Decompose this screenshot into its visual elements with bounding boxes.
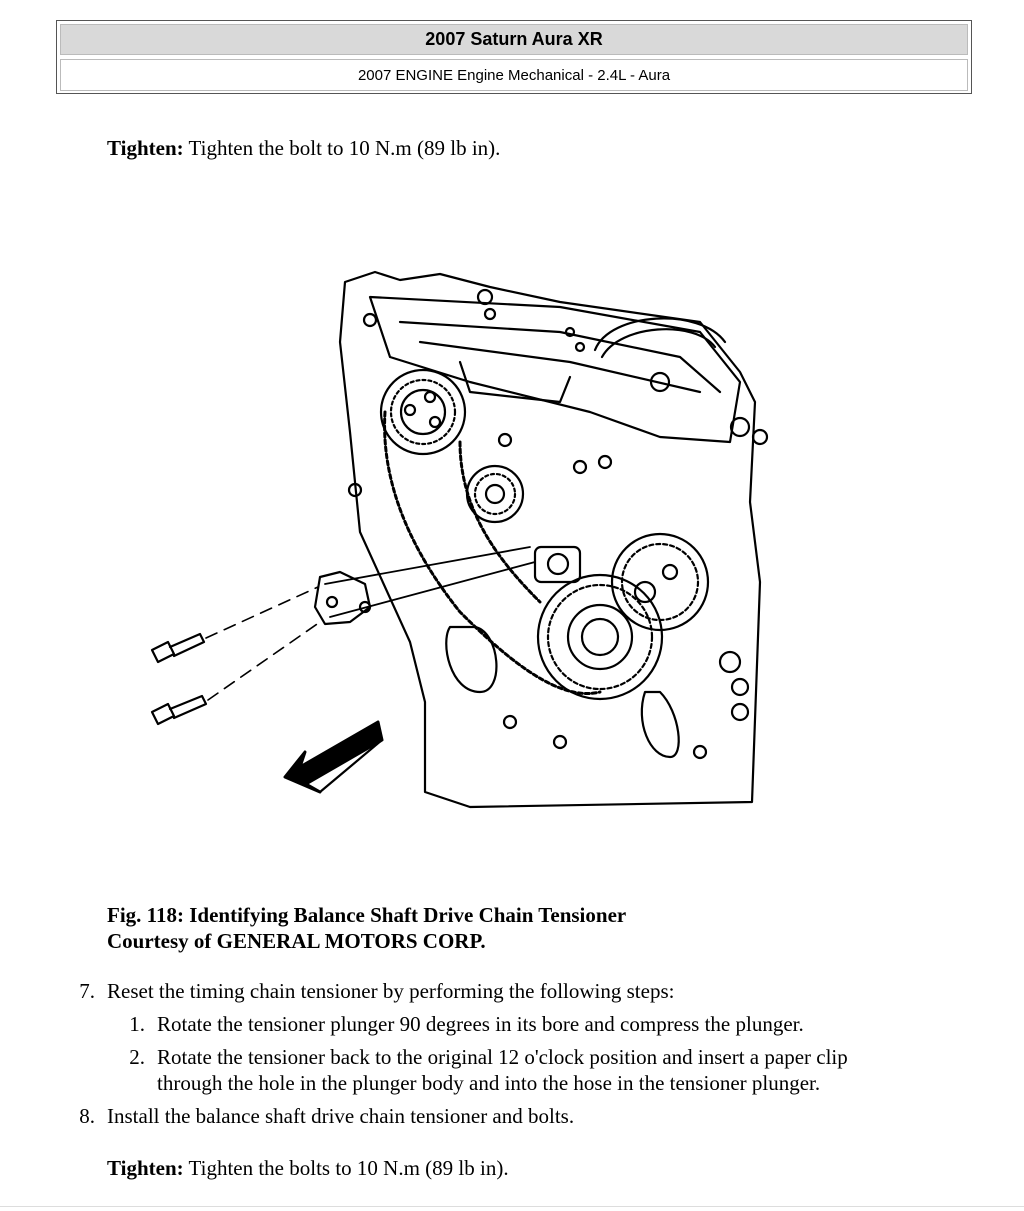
figure-caption-credit: Courtesy of GENERAL MOTORS CORP. bbox=[107, 929, 486, 953]
figure-caption-title: Fig. 118: Identifying Balance Shaft Driv… bbox=[107, 903, 627, 927]
page-bottom-divider bbox=[0, 1206, 1024, 1207]
tighten-instruction-top: Tighten: Tighten the bolt to 10 N.m (89 … bbox=[107, 135, 500, 161]
tighten-instruction-bottom: Tighten: Tighten the bolts to 10 N.m (89… bbox=[107, 1155, 509, 1181]
substep-text: Rotate the tensioner plunger 90 degrees … bbox=[157, 1012, 804, 1036]
tighten-text: Tighten the bolts to 10 N.m (89 lb in). bbox=[188, 1156, 509, 1180]
substep-text: Rotate the tensioner back to the origina… bbox=[157, 1045, 848, 1069]
tighten-label: Tighten: bbox=[107, 136, 184, 160]
engine-illustration bbox=[150, 270, 769, 809]
document-header: 2007 Saturn Aura XR 2007 ENGINE Engine M… bbox=[56, 20, 972, 94]
step-number: 7. bbox=[79, 979, 95, 1003]
substep-number: 2. bbox=[129, 1045, 145, 1069]
vehicle-title: 2007 Saturn Aura XR bbox=[60, 24, 968, 55]
tighten-text: Tighten the bolt to 10 N.m (89 lb in). bbox=[188, 136, 501, 160]
step-text: Install the balance shaft drive chain te… bbox=[107, 1104, 575, 1128]
step-text: Reset the timing chain tensioner by perf… bbox=[107, 979, 675, 1003]
tighten-label: Tighten: bbox=[107, 1156, 184, 1180]
substep-number: 1. bbox=[129, 1012, 145, 1036]
substep-text-continued: through the hole in the plunger body and… bbox=[157, 1071, 821, 1095]
step-number: 8. bbox=[79, 1104, 95, 1128]
section-title: 2007 ENGINE Engine Mechanical - 2.4L - A… bbox=[60, 59, 968, 91]
